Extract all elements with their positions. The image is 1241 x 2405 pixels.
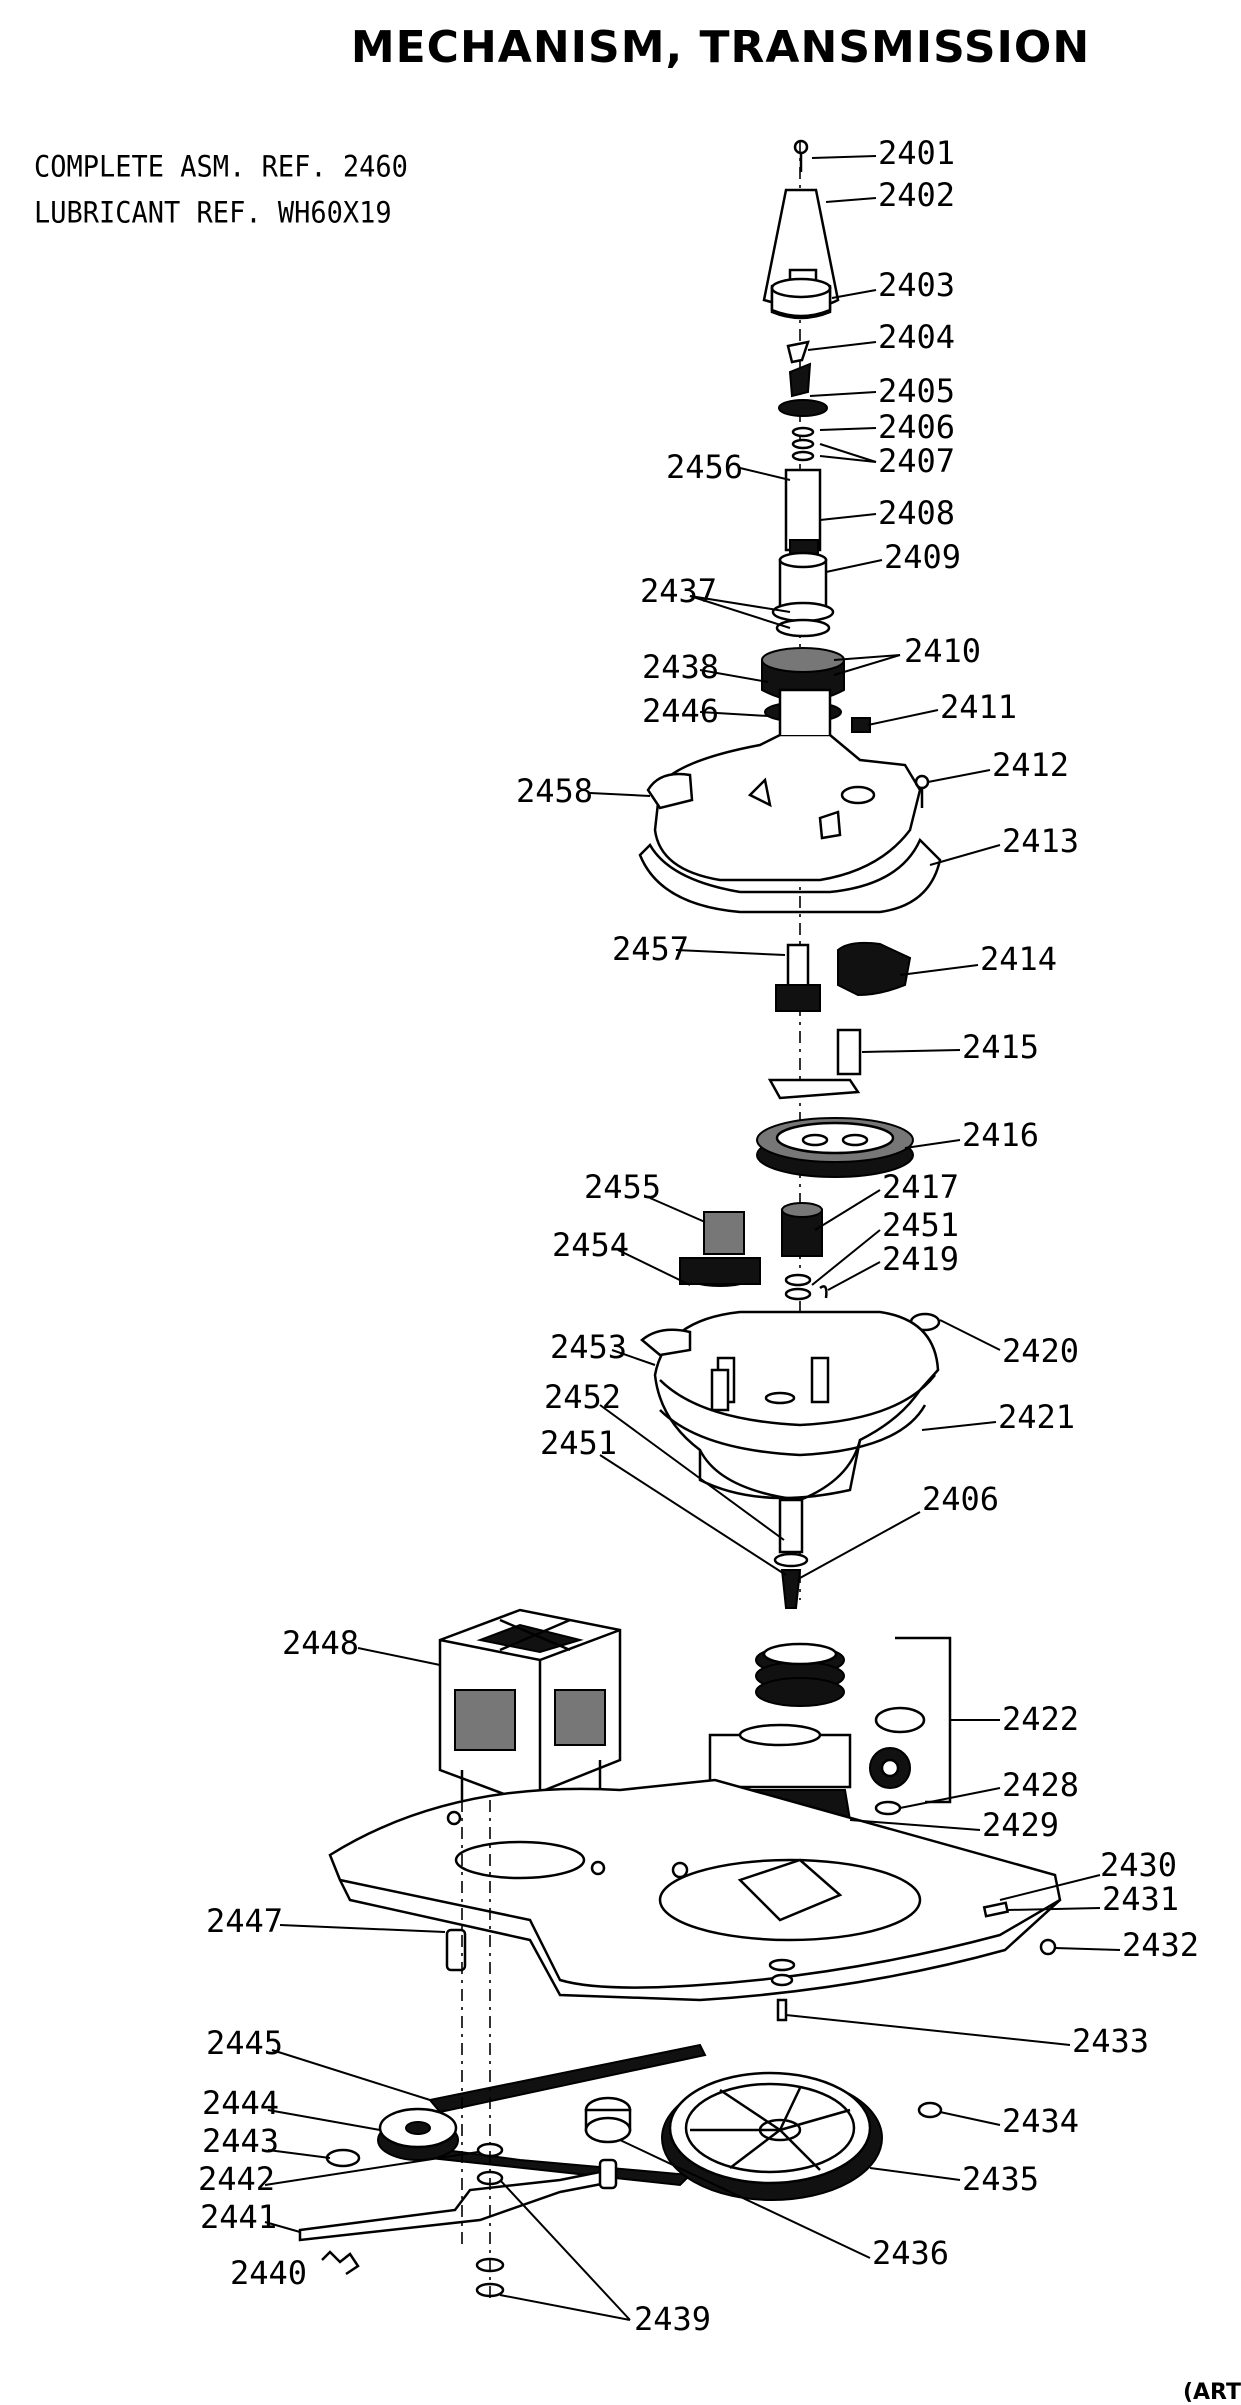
part-2433-screw (768, 1958, 796, 2022)
callout-2457: 2457 (612, 930, 689, 968)
part-2437-seal (771, 601, 835, 638)
part-2415-crank (767, 1078, 861, 1100)
callout-2458: 2458 (516, 772, 593, 810)
callout-2433: 2433 (1072, 2022, 1149, 2060)
part-2422-bearing-kit (708, 1636, 952, 1804)
part-2445-belt (428, 2043, 707, 2187)
part-2438-gear-ring (761, 647, 845, 702)
callout-2438: 2438 (642, 648, 719, 686)
part-2456-shaft (784, 468, 822, 555)
callout-2441: 2441 (200, 2198, 277, 2236)
part-2403-cap (770, 268, 832, 318)
part-2413-gasket (638, 837, 942, 914)
part-2455-small-gear (679, 1211, 761, 1287)
part-2453-pin (710, 1368, 730, 1412)
callout-2430: 2430 (1100, 1846, 1177, 1884)
part-2444-motor-pulley (377, 2107, 459, 2161)
callout-2410: 2410 (904, 632, 981, 670)
callout-2404: 2404 (878, 318, 955, 356)
callout-2453: 2453 (550, 1328, 627, 1366)
part-2448-motor (438, 1608, 622, 1802)
callout-2448: 2448 (282, 1624, 359, 1662)
callout-2439: 2439 (634, 2300, 711, 2338)
callout-2445: 2445 (206, 2024, 283, 2062)
part-2409-bushing (778, 551, 828, 612)
part-2404-key (786, 340, 810, 364)
callout-2437: 2437 (640, 572, 717, 610)
lubricant-note: LUBRICANT REF. WH60X19 (34, 196, 392, 231)
callout-2443: 2443 (202, 2122, 279, 2160)
callout-2421: 2421 (998, 1398, 1075, 1436)
leader-lines (264, 155, 1121, 2321)
callout-2411: 2411 (940, 688, 1017, 726)
callout-labels: 2401 2402 2403 2404 2405 2406 2407 2456 … (198, 134, 1199, 2338)
callout-2454: 2454 (552, 1226, 629, 1264)
part-2443-clip (325, 2148, 361, 2168)
callout-2416: 2416 (962, 1116, 1039, 1154)
callout-2406-lower: 2406 (922, 1480, 999, 1518)
part-2414-cam (837, 941, 912, 997)
part-2451-washer-upper (784, 1273, 812, 1301)
callout-2402: 2402 (878, 176, 955, 214)
callout-2451-upper: 2451 (882, 1206, 959, 1244)
part-2416-large-gear (756, 1117, 914, 1178)
complete-assembly-note: COMPLETE ASM. REF. 2460 (34, 150, 408, 185)
callout-2444: 2444 (202, 2084, 279, 2122)
callout-2455: 2455 (584, 1168, 661, 1206)
part-2458-upper-housing (646, 688, 922, 882)
callout-2407: 2407 (878, 442, 955, 480)
part-2452-shaft-end (773, 1498, 809, 1609)
callout-2403: 2403 (878, 266, 955, 304)
callout-2446: 2446 (642, 692, 719, 730)
part-2419-clip (819, 1285, 828, 1299)
callout-2440: 2440 (230, 2254, 307, 2292)
callout-2434: 2434 (1002, 2102, 1079, 2140)
callout-2422: 2422 (1002, 1700, 1079, 1738)
callout-2435: 2435 (962, 2160, 1039, 2198)
part-2435-large-pulley (661, 2071, 883, 2201)
part-2457-pinion (775, 943, 821, 1012)
callout-2442: 2442 (198, 2160, 275, 2198)
callout-2406: 2406 (878, 408, 955, 446)
callout-2431: 2431 (1102, 1880, 1179, 1918)
page-title: MECHANISM, TRANSMISSION (350, 22, 1091, 73)
callout-2419: 2419 (882, 1240, 959, 1278)
part-2432-nut (1039, 1938, 1057, 1956)
callout-2401: 2401 (878, 134, 955, 172)
part-2401-screw (793, 139, 809, 172)
callout-2412: 2412 (992, 746, 1069, 784)
callout-2456: 2456 (666, 448, 743, 486)
part-2421-gear-case (640, 1310, 940, 1502)
part-2417-pinion-gear (781, 1202, 823, 1257)
callout-2432: 2432 (1122, 1926, 1199, 1964)
callout-2415: 2415 (962, 1028, 1039, 1066)
callout-2420: 2420 (1002, 1332, 1079, 1370)
part-2428-clip (874, 1800, 902, 1816)
callout-2413: 2413 (1002, 822, 1079, 860)
part-2431-bolt (982, 1901, 1010, 1918)
callout-2452: 2452 (544, 1378, 621, 1416)
part-2441-idler-arm (298, 2158, 618, 2242)
part-2436-idler (584, 2096, 632, 2144)
callout-2408: 2408 (878, 494, 955, 532)
callout-2447: 2447 (206, 1902, 283, 1940)
callout-2429: 2429 (982, 1806, 1059, 1844)
callout-2428: 2428 (1002, 1766, 1079, 1804)
part-2434-clip (917, 2101, 943, 2119)
part-2430-base-plate (328, 1778, 1062, 2002)
part-2440-spring (321, 2250, 360, 2276)
callout-2436: 2436 (872, 2234, 949, 2272)
callout-2405: 2405 (878, 372, 955, 410)
callout-2451-lower: 2451 (540, 1424, 617, 1462)
part-2411-nut (851, 717, 871, 733)
callout-2417: 2417 (882, 1168, 959, 1206)
part-2415-pin (836, 1028, 862, 1076)
callout-2414: 2414 (980, 940, 1057, 978)
part-2405-collar (778, 362, 828, 462)
part-2447-spacer (445, 1928, 467, 1972)
callout-2409: 2409 (884, 538, 961, 576)
art-reference-footer: (ART (1182, 2380, 1241, 2405)
